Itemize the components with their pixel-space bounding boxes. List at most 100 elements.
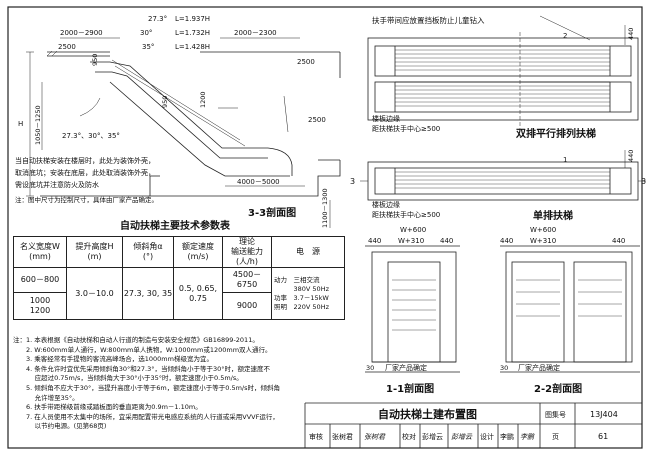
section-1-1 (365, 245, 460, 373)
notes-block: 注：1. 本表根据《自动扶梯和自动人行道的制造与安装安全规范》GB16899-2… (13, 336, 348, 432)
plan-single-texts: 楼板边缘 距扶梯扶手中心≥500 440 1 3 3 单排扶梯 (350, 150, 646, 222)
dim-1200: 1200 (199, 91, 207, 108)
dim-top-right: 2000－2300 (234, 29, 277, 37)
spec-power: 动力 三相交流 380V 50Hz 功率 3.7－15kW 照明 220V 50… (271, 267, 345, 320)
title-block-lines (304, 402, 642, 448)
section-1-1-texts: W+600 440 W+310 440 30 厂家产品确定 1-1剖面图 (366, 226, 453, 395)
spec-power-1: 动力 三相交流 (274, 275, 320, 284)
tb-cell-5: 彭增云 (451, 433, 473, 441)
spec-power-4: 照明 220V 50Hz (274, 302, 329, 311)
spec-cap-1: 4500－6750 (222, 267, 272, 293)
caption-single: 单排扶梯 (533, 209, 573, 222)
tb-cell-6: 设计 (480, 432, 494, 441)
sec11-label: 厂家产品确定 (385, 363, 427, 372)
plan-single-1: 1 (563, 156, 567, 164)
sec11-dim-a: 440 (368, 237, 381, 245)
note-7: 允许增至35°。 (13, 393, 79, 402)
tb-page-no: 61 (598, 432, 608, 441)
h-35: L=1.428H (175, 43, 210, 51)
sheet-border (7, 6, 643, 449)
plan-single-3-right: 3 (641, 177, 646, 186)
spec-header-h: 提升高度H (m) (66, 236, 123, 268)
plan-top-dist: 距扶梯扶手中心≥500 (372, 124, 440, 133)
sec11-dim-b: W+310 (398, 237, 424, 245)
note-5: 应超过0.75m/s，当倾斜角大于30°小于35°时，额定速度小于0.5m/s。 (13, 374, 243, 383)
section-2-2-texts: W+600 440 W+310 440 30 厂家产品确定 2-2剖面图 (500, 226, 625, 395)
caption-3-3: 3-3剖面图 (248, 206, 296, 219)
note-line-3: 需设底坑并注意防火及防水 (15, 180, 99, 189)
tb-atlas-label: 图集号 (545, 410, 566, 419)
spec-row: 600－800 3.0－10.0 27.3, 30, 35 0.5, 0.65,… (13, 267, 345, 320)
note-6: 5. 倾斜角不应大于30°，当提升高度小于等于6m，额定速度小于等于0.5m/s… (13, 383, 281, 392)
sec11-top-dim: W+600 (400, 226, 426, 234)
spec-header-cap: 理论 输送能力 (人/h) (222, 236, 272, 268)
tb-cell-7: 李鹏 (500, 432, 514, 441)
spec-w-1: 600－800 (13, 267, 67, 293)
note-line-2: 取消底坑；安装在底层，此处取消装饰外壳， (15, 168, 155, 177)
tb-cell-2: 张树君 (364, 433, 386, 441)
sec11-dim-c: 440 (440, 237, 453, 245)
spec-header-power: 电 源 (271, 236, 345, 268)
tb-title: 自动扶梯土建布置图 (378, 407, 477, 421)
spec-h: 3.0－10.0 (66, 267, 123, 320)
plan-top-2: 2 (563, 32, 567, 40)
plan-single-440: 440 (627, 150, 635, 162)
plan-single (360, 150, 646, 201)
angle-30: 30° (140, 29, 152, 37)
h-30: L=1.732H (175, 29, 210, 37)
spec-header-angle: 倾斜角α (°) (122, 236, 174, 268)
plan-single-dist: 距扶梯扶手中心≥500 (372, 210, 440, 219)
h-27: L=1.937H (175, 15, 210, 23)
note-9: 7. 在人员使用不太集中的场所，宜采用配置带光电感应系统的人行道或采用VVVF运… (13, 412, 279, 421)
tb-cell-9: 页 (552, 433, 559, 441)
dim-h: H (18, 120, 23, 128)
plan-single-edge: 楼板边缘 (372, 200, 400, 209)
dim-950-a: 950 (91, 54, 99, 66)
title-block-texts: 自动扶梯土建布置图 图集号 13J404 审核 张树君 张树君 校对 彭增云 彭… (309, 407, 618, 441)
sec22-30: 30 (500, 364, 508, 372)
caption-double: 双排平行排列扶梯 (516, 127, 596, 140)
note-size: 注：图中尺寸为控制尺寸，具体由厂家产品确定。 (15, 195, 158, 204)
sec22-top-dim: W+600 (530, 226, 556, 234)
section-3-3-texts: 27.3° L=1.937H 30° L=1.732H 35° L=1.428H… (15, 15, 329, 228)
dim-950-b: 950 (161, 96, 169, 108)
spec-row: 1000 1200 9000 (13, 292, 345, 320)
plan-top-440: 440 (627, 28, 635, 40)
dim-top-left: 2000－2900 (60, 29, 103, 37)
dim-2500-c: 2500 (308, 116, 326, 124)
plan-double-texts: 扶手带间应放置挡板防止儿童钻入 楼板边缘 距扶梯扶手中心≥500 440 2 双… (372, 15, 635, 140)
caption-2-2: 2-2剖面图 (534, 382, 582, 395)
plan-double (367, 15, 639, 130)
angle-35: 35° (142, 43, 154, 51)
note-2: 2. W:600mm单人通行，W:800mm单人携物，W:1000mm或1200… (13, 345, 272, 354)
sec22-dim-b: W+310 (530, 237, 556, 245)
spec-table: 名义宽度W (mm) 提升高度H (m) 倾斜角α (°) 额定速度 (m/s)… (13, 236, 345, 320)
spec-header-w: 名义宽度W (mm) (13, 236, 67, 268)
spec-angle: 27.3, 30, 35 (122, 267, 174, 320)
tb-atlas-no: 13J404 (590, 410, 618, 419)
angle-note: 27.3°、30°、35° (62, 132, 120, 140)
section-3-3 (26, 37, 341, 228)
tb-cell-8: 李鹏 (520, 433, 535, 441)
sec22-label: 厂家产品确定 (518, 363, 560, 372)
plan-single-3-left: 3 (350, 177, 355, 186)
spec-power-3: 功率 3.7－15kW (274, 293, 329, 302)
dim-4000: 4000－5000 (237, 178, 280, 186)
spec-header-row: 名义宽度W (mm) 提升高度H (m) 倾斜角α (°) 额定速度 (m/s)… (13, 236, 345, 268)
angle-27: 27.3° (148, 15, 167, 23)
note-1: 注：1. 本表根据《自动扶梯和自动人行道的制造与安装安全规范》GB16899-2… (13, 336, 259, 344)
dim-2500-a: 2500 (58, 43, 76, 51)
tb-cell-0: 审核 (309, 432, 323, 441)
tb-cell-3: 校对 (402, 432, 416, 441)
dim-2500-b: 2500 (297, 58, 315, 66)
tb-cell-1: 张树君 (332, 432, 353, 441)
spec-title: 自动扶梯主要技术参数表 (120, 219, 231, 232)
dim-1050: 1050－1250 (34, 105, 42, 145)
spec-cap-2: 9000 (222, 292, 272, 320)
plan-top-edge: 楼板边缘 (372, 114, 400, 123)
plan-top-note: 扶手带间应放置挡板防止儿童钻入 (372, 15, 485, 25)
dim-1100: 1100－1300 (321, 188, 329, 228)
spec-w-2: 1000 1200 (13, 292, 67, 320)
note-line-1: 当自动扶梯安装在楼层时，此处为装饰外壳， (15, 156, 155, 165)
